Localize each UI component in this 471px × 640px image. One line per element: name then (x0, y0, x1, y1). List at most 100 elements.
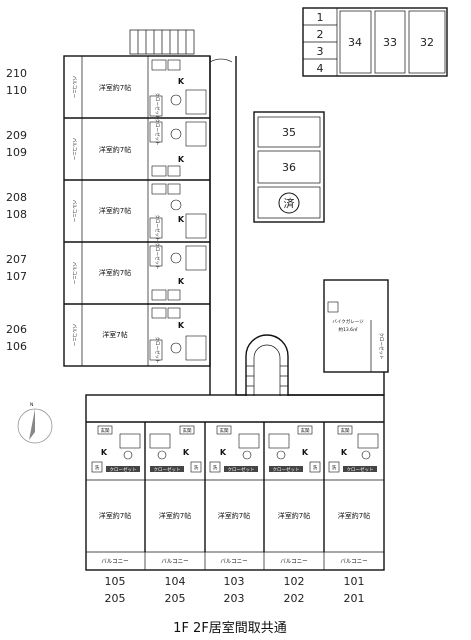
toilet-bowl-icon (170, 94, 182, 106)
bath-icon (185, 121, 207, 147)
bike-garage: バイクガレージ 約13.6㎡ クローゼット (323, 279, 389, 373)
room-number-lower: 101 (344, 575, 365, 588)
closet-label: クローゼット (154, 215, 161, 242)
balcony-label: バルコニー (280, 558, 307, 565)
room-label: 洋室約7帖 (99, 511, 131, 520)
toilet-icon (167, 165, 181, 177)
parking-slot-35: 35 (282, 126, 296, 139)
wash-label: 洗 (332, 464, 337, 471)
room-number-lower: 103 (224, 575, 245, 588)
wash-icon (209, 461, 221, 473)
room-number-upper: 205 (165, 592, 186, 605)
room-number-upper: 202 (284, 592, 305, 605)
bottom-wing (85, 394, 385, 571)
toilet-bowl-icon (242, 450, 252, 460)
sink-icon (151, 165, 167, 177)
bath-icon (185, 335, 207, 361)
sink-icon (151, 183, 167, 195)
wash-icon (309, 461, 321, 473)
room-number-lower: 108 (6, 208, 27, 221)
wash-label: 洗 (213, 464, 218, 471)
closet-label: クローゼット (110, 466, 137, 473)
kitchen-label: K (183, 448, 190, 457)
parking-slot-2: 2 (317, 28, 324, 41)
kitchen-label: K (220, 448, 227, 457)
closet-icon (149, 95, 163, 117)
room-number-upper: 206 (6, 323, 27, 336)
left-wing (63, 55, 237, 395)
closet-label: クローゼット (154, 93, 161, 120)
floor-plan-caption: 1F 2F居室間取共通 (173, 620, 287, 636)
closet-icon (150, 466, 184, 472)
wash-icon (328, 461, 340, 473)
room-number-upper: 208 (6, 191, 27, 204)
toilet-bowl-icon (170, 128, 182, 140)
north-arrow-icon: N (17, 402, 53, 444)
bath-icon (149, 433, 171, 449)
room-number-upper: 210 (6, 67, 27, 80)
toilet-icon (167, 183, 181, 195)
toilet-bowl-icon (170, 252, 182, 264)
balcony-label: バルコニー (101, 558, 128, 565)
sink-icon (151, 307, 167, 319)
kitchen-label: K (178, 215, 185, 224)
toilet-icon (167, 307, 181, 319)
entrance-label: 玄関 (341, 427, 350, 434)
room-label: 洋室約7帖 (338, 511, 370, 520)
balcony-label: バルコニー (71, 324, 77, 347)
balcony-label: バルコニー (71, 138, 77, 161)
kitchen-label: K (178, 321, 185, 330)
svg-text:N: N (30, 402, 33, 408)
toilet-bowl-icon (170, 342, 182, 354)
closet-icon (149, 245, 163, 267)
balcony-label: バルコニー (71, 76, 77, 99)
closet-label: クローゼット (154, 119, 161, 146)
entrance-label: 玄関 (183, 427, 192, 434)
closet-icon (224, 466, 258, 472)
top-stairs-icon (129, 29, 195, 55)
sink-icon (151, 59, 167, 71)
room-number-upper: 205 (105, 592, 126, 605)
bath-icon (185, 245, 207, 271)
bike-garage-closet-label: クローゼット (378, 333, 385, 360)
parking-slot-3: 3 (317, 45, 324, 58)
toilet-bowl-icon (157, 450, 167, 460)
room-number-upper: 207 (6, 253, 27, 266)
toilet-bowl-icon (170, 199, 182, 211)
room-label: 洋室約7帖 (218, 511, 250, 520)
room-label: 洋室約7帖 (99, 206, 131, 215)
parking-slot-34: 34 (348, 36, 362, 49)
room-number-lower: 107 (6, 270, 27, 283)
parking-slot-36: 36 (282, 161, 296, 174)
balcony-label: バルコニー (71, 200, 77, 223)
bike-garage-label: バイクガレージ (332, 318, 364, 325)
room-label: 洋室約7帖 (99, 83, 131, 92)
room-number-lower: 102 (284, 575, 305, 588)
closet-label: クローゼット (273, 466, 300, 473)
toilet-icon (167, 59, 181, 71)
wash-icon (91, 461, 103, 473)
entrance-icon (179, 425, 195, 435)
closet-icon (149, 217, 163, 239)
kitchen-label: K (341, 448, 348, 457)
toilet-bowl-icon (276, 450, 286, 460)
parking-middle: 35 36 済 (253, 111, 325, 223)
meter-icon (327, 301, 339, 313)
room-number-upper: 201 (344, 592, 365, 605)
used-mark: 済 (284, 196, 295, 210)
left-room-0: 210 110 洋室約7帖 バルコニー K クローゼット (6, 59, 207, 120)
wash-label: 洗 (313, 464, 318, 471)
room-label: 洋室約7帖 (159, 511, 191, 520)
balcony-label: バルコニー (71, 262, 77, 285)
entrance-icon (216, 425, 232, 435)
bath-icon (119, 433, 141, 449)
left-room-1: 209 109 洋室約7帖 バルコニー K クローゼット (6, 119, 207, 177)
bath-icon (185, 89, 207, 115)
wash-icon (190, 461, 202, 473)
balcony-label: バルコニー (340, 558, 367, 565)
room-number-lower: 105 (105, 575, 126, 588)
kitchen-label: K (178, 155, 185, 164)
room-number-lower: 106 (6, 340, 27, 353)
entrance-icon (97, 425, 113, 435)
closet-label: クローゼット (154, 243, 161, 270)
